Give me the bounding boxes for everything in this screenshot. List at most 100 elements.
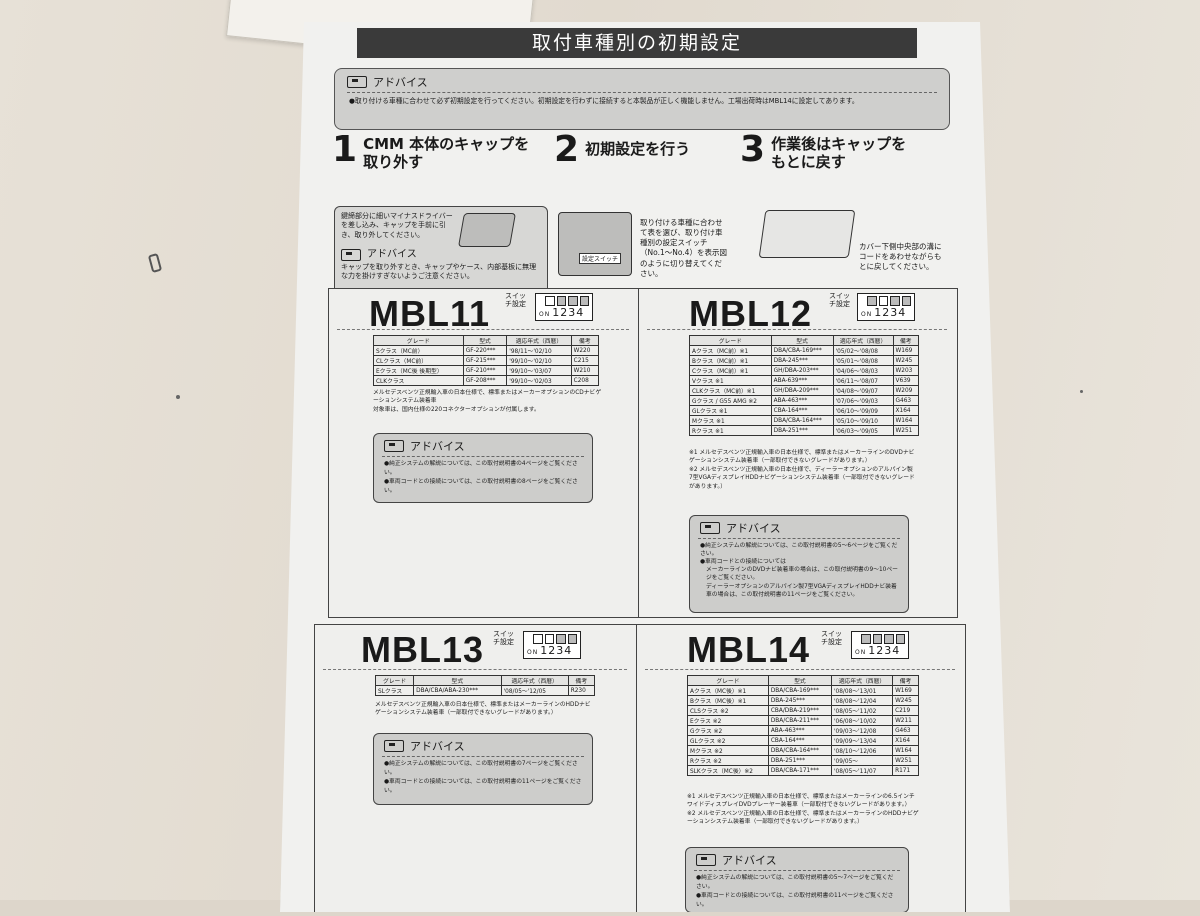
advice-line: ●純正システムの解説については、この取付説明書の5〜6ページをご覧ください。 <box>700 543 898 558</box>
mbl13-notes: メルセデスベンツ正規輸入車の日本仕様で、標準またはメーカーラインのHDDナビゲー… <box>375 701 595 718</box>
col-model: 型式 <box>767 675 832 686</box>
step-title: CMM 本体のキャップを取り外す <box>363 135 530 171</box>
col-remarks: 備考 <box>570 335 600 346</box>
switch-label: スイッチ設定 <box>493 630 514 646</box>
switch-callout-label: 設定スイッチ <box>579 253 622 264</box>
step-number: 1 <box>332 129 358 170</box>
model-code: MBL13 <box>361 629 485 670</box>
setup-steps: 1 CMM 本体のキャップを取り外す 2 初期設定を行う 3 作業後はキャップを… <box>332 129 972 300</box>
col-years: 適応年式（西暦） <box>830 675 894 686</box>
advice-label: アドバイス <box>367 249 417 261</box>
advice-label: アドバイス <box>410 440 465 453</box>
on-mark: ON <box>861 311 873 318</box>
note-line: ※1 メルセデスベンツ正規輸入車の日本仕様で、標準またはメーカーラインのDVDナ… <box>689 450 915 465</box>
advice-pointer-icon <box>384 740 404 752</box>
advice-label: アドバイス <box>722 854 777 867</box>
mbl14-notes: ※1 メルセデスベンツ正規輸入車の日本仕様で、標準またはメーカーラインの6.5イ… <box>687 793 919 827</box>
col-remarks: 備考 <box>567 675 596 686</box>
mbl12-advice: アドバイス ●純正システムの解説については、この取付説明書の5〜6ページをご覧く… <box>689 515 909 613</box>
col-grade: グレード <box>689 335 772 346</box>
col-grade: グレード <box>374 675 415 686</box>
step-number: 3 <box>740 129 766 170</box>
step-title: 初期設定を行う <box>585 140 691 158</box>
wall-speck <box>176 395 180 399</box>
note-line: ※2 メルセデスベンツ正規輸入車の日本仕様で、ディーラーオプションのアルパイン製… <box>689 466 915 490</box>
note-line: ※2 メルセデスベンツ正規輸入車の日本仕様で、標準またはメーカーラインのHDDナ… <box>687 810 919 826</box>
col-years: 適応年式（西暦） <box>506 335 572 346</box>
switch-label: スイッチ設定 <box>505 292 526 308</box>
step-1: 1 CMM 本体のキャップを取り外す <box>332 129 532 172</box>
step-2: 2 初期設定を行う <box>554 132 754 168</box>
model-code: MBL12 <box>689 293 813 334</box>
on-mark: ON <box>539 311 551 318</box>
step-3: 3 作業後はキャップをもとに戻す <box>740 129 960 172</box>
advice-line: ●車両コードとの接続については、この取付説明書の11ページをご覧ください。 <box>696 892 894 908</box>
col-grade: グレード <box>687 675 769 686</box>
on-mark: ON <box>527 649 539 656</box>
mbl11-notes: メルセデスベンツ正規輸入車の日本仕様で、標準またはメーカーオプションのCDナビゲ… <box>373 389 603 414</box>
step1-callout-text: 鍵締部分に細いマイナスドライバーを差し込み、キャップを手前に引き、取り外してくだ… <box>341 212 453 239</box>
advice-line: ●車両コードとの接続については、この取付説明書の8ページをご覧ください。 <box>384 478 578 494</box>
advice-pointer-icon <box>696 854 716 866</box>
col-model: 型式 <box>413 675 502 686</box>
model-code: MBL14 <box>687 629 811 670</box>
advice-line: ●純正システムの解説については、この取付説明書の5〜7ページをご覧ください。 <box>696 875 894 890</box>
col-model: 型式 <box>770 335 834 346</box>
advice-pointer-icon <box>341 249 361 262</box>
wall-speck <box>1080 390 1083 393</box>
on-mark: ON <box>855 649 867 656</box>
note-line: ※1 メルセデスベンツ正規輸入車の日本仕様で、標準またはメーカーラインの6.5イ… <box>687 794 915 809</box>
col-remarks: 備考 <box>892 335 920 346</box>
advice-line: ●純正システムの解説については、この取付説明書の7ページをご覧ください。 <box>384 761 578 776</box>
mbl11-table: グレード型式適応年式（西暦）備考 Sクラス（MC前）GF-220***'98/1… <box>373 335 600 386</box>
note-line: メルセデスベンツ正規輸入車の日本仕様で、標準またはメーカーラインのHDDナビゲー… <box>375 702 591 717</box>
col-grade: グレード <box>373 335 464 346</box>
advice-line: ●車両コードとの接続については、この取付説明書の11ページをご覧ください。 <box>384 778 582 794</box>
step1-callout: 鍵締部分に細いマイナスドライバーを差し込み、キャップを手前に引き、取り外してくだ… <box>334 206 548 300</box>
step-title: 作業後はキャップをもとに戻す <box>771 135 907 171</box>
cmm-unit-illustration: 設定スイッチ <box>558 212 632 276</box>
top-advice-text: ●取り付ける車種に合わせて必ず初期設定を行ってください。初期設定を行わずに接続す… <box>349 97 859 105</box>
advice-label: アドバイス <box>726 522 781 535</box>
col-years: 適応年式（西暦） <box>832 335 894 346</box>
model-code: MBL11 <box>369 293 491 334</box>
col-remarks: 備考 <box>892 675 919 686</box>
cap-removal-illustration <box>458 213 516 247</box>
advice-line: メーカーラインのDVDナビ装着車の場合は、この取付説明書の9〜10ページをご覧く… <box>706 567 898 582</box>
advice-pointer-icon <box>384 440 404 452</box>
switch-label: スイッチ設定 <box>829 292 850 308</box>
switch-numbers: 1234 <box>540 644 573 657</box>
advice-label: アドバイス <box>410 740 465 753</box>
note-line: 対象車は、国内仕様の220コネクターオプションが付属します。 <box>373 406 540 413</box>
advice-line: ●純正システムの解説については、この取付説明書の4ページをご覧ください。 <box>384 461 578 476</box>
advice-label: アドバイス <box>373 76 428 89</box>
